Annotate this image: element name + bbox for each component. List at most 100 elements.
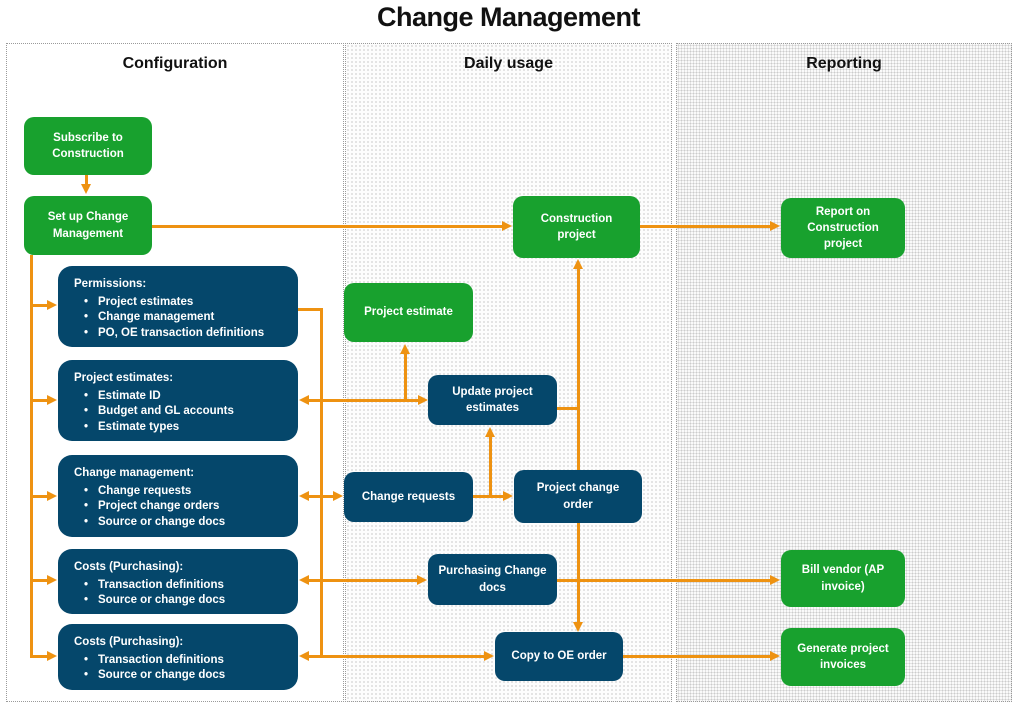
connector-up-to-project-estimate — [404, 350, 407, 400]
node-purchasing-change-docs: Purchasing Change docs — [428, 554, 557, 605]
node-project-change-order: Project change order — [514, 470, 642, 523]
node-report-on-construction-project: Report on Construction project — [781, 198, 905, 258]
connector-costs1-to-purchasing-docs — [309, 579, 419, 582]
list-item-label: Change requests — [98, 484, 192, 497]
connector-up-to-update-estimates — [489, 433, 492, 496]
list-title: Costs (Purchasing): — [74, 636, 184, 648]
list-item: Transaction definitions — [74, 653, 286, 669]
panel-configuration-header: Configuration — [122, 55, 228, 72]
arrowhead-setup-to-construction — [502, 221, 512, 231]
node-construction-project: Construction project — [513, 196, 640, 258]
list-item: Change management — [74, 310, 286, 326]
list-item-label: Budget and GL accounts — [98, 405, 234, 417]
connector-requests-to-change-order — [473, 495, 505, 498]
panel-reporting-header: Reporting — [806, 55, 882, 72]
node-label: Subscribe to Construction — [52, 131, 124, 160]
arrowhead-trunk-to-costs-2 — [47, 651, 57, 661]
list-item: Project change orders — [74, 499, 286, 515]
arrowhead-trunk-to-permissions — [47, 300, 57, 310]
arrowhead-into-change-requests — [333, 491, 343, 501]
arrowhead-into-project-change-order — [503, 491, 513, 501]
arrowhead-into-generate-invoices — [770, 651, 780, 661]
connector-trunk-to-costs-1 — [30, 579, 48, 582]
arrowhead-up-into-update-estimates — [485, 427, 495, 437]
node-change-requests: Change requests — [344, 472, 473, 522]
list-item: Budget and GL accounts — [74, 404, 286, 420]
connector-trunk-to-change-management — [30, 495, 48, 498]
node-subscribe-construction: Subscribe to Construction — [24, 117, 152, 175]
connector-trunk-to-project-estimates — [30, 399, 48, 402]
arrowhead-into-update-project-estimates — [418, 395, 428, 405]
arrowhead-trunk-to-project-estimates — [47, 395, 57, 405]
list-item-label: Estimate types — [98, 420, 180, 433]
arrowhead-into-costs-2 — [299, 651, 309, 661]
node-label: Project estimate — [364, 306, 453, 319]
arrowhead-into-purchasing-docs — [417, 575, 427, 585]
arrowhead-into-costs-1 — [299, 575, 309, 585]
connector-costs2-to-copy-oe — [309, 655, 486, 658]
panel-reporting: Reporting — [676, 43, 1012, 702]
node-label: Set up Change Management — [47, 211, 129, 240]
list-item-label: Transaction definitions — [98, 653, 224, 666]
arrowhead-trunk-to-costs-1 — [47, 575, 57, 585]
node-label: Update project estimates — [452, 385, 533, 414]
list-item-label: Source or change docs — [98, 594, 226, 606]
node-label: Construction project — [540, 212, 613, 241]
arrowhead-construction-to-report — [770, 221, 780, 231]
list-change-management: Change management: Change requests Proje… — [58, 455, 298, 537]
node-label: Project change order — [536, 482, 620, 511]
list-item: Estimate types — [74, 420, 286, 436]
connector-purchasing-to-bill-vendor — [557, 579, 773, 582]
connector-setup-left-trunk — [30, 255, 33, 657]
node-label: Generate project invoices — [797, 642, 889, 671]
arrowhead-into-project-estimates-list — [299, 395, 309, 405]
list-title: Permissions: — [74, 278, 147, 290]
list-item-label: Estimate ID — [98, 389, 161, 402]
connector-trunk-to-costs-2 — [30, 655, 48, 658]
connector-setup-to-construction — [152, 225, 504, 228]
list-item: Estimate ID — [74, 389, 286, 405]
list-costs-purchasing-1: Costs (Purchasing): Transaction definiti… — [58, 549, 298, 614]
connector-change-order-to-construction — [577, 265, 580, 471]
connector-construction-to-report — [640, 225, 772, 228]
node-label: Report on Construction project — [807, 205, 879, 251]
arrowhead-into-change-management-list — [299, 491, 309, 501]
connector-permissions-elbow — [297, 308, 323, 311]
list-item: Project estimates — [74, 295, 286, 311]
list-item: Source or change docs — [74, 515, 286, 531]
list-item: Transaction definitions — [74, 578, 286, 594]
arrowhead-trunk-to-change-management — [47, 491, 57, 501]
node-project-estimate: Project estimate — [344, 283, 473, 342]
connector-right-trunk — [320, 308, 323, 657]
connector-copy-oe-to-generate-invoices — [623, 655, 773, 658]
list-item-label: Source or change docs — [98, 515, 226, 528]
connector-change-order-to-copy-oe — [577, 523, 580, 624]
node-label: Bill vendor (AP invoice) — [801, 564, 885, 593]
page-title: Change Management — [376, 2, 641, 32]
list-item: Source or change docs — [74, 668, 286, 684]
arrowhead-into-copy-oe-order — [484, 651, 494, 661]
connector-update-to-vertical — [557, 407, 580, 410]
arrowhead-into-bill-vendor — [770, 575, 780, 585]
list-permissions: Permissions: Project estimates Change ma… — [58, 266, 298, 347]
list-item: PO, OE transaction definitions — [74, 326, 286, 342]
list-title: Project estimates: — [74, 372, 174, 384]
panel-daily-usage: Daily usage — [345, 43, 672, 702]
connector-trunk-to-permissions — [30, 304, 48, 307]
panel-daily-usage-header: Daily usage — [464, 55, 553, 72]
list-project-estimates: Project estimates: Estimate ID Budget an… — [58, 360, 298, 441]
list-title: Costs (Purchasing): — [74, 561, 184, 573]
connector-changemgmt-to-requests — [309, 495, 335, 498]
list-costs-purchasing-2: Costs (Purchasing): Transaction definiti… — [58, 624, 298, 690]
node-label: Purchasing Change docs — [438, 565, 547, 594]
list-item: Change requests — [74, 484, 286, 500]
arrowhead-subscribe-to-setup — [81, 184, 91, 194]
node-label: Copy to OE order — [511, 650, 607, 663]
list-item-label: PO, OE transaction definitions — [98, 326, 265, 339]
arrowhead-down-into-copy-oe-order — [573, 622, 583, 632]
list-item-label: Project estimates — [98, 295, 194, 308]
list-item-label: Source or change docs — [98, 669, 226, 681]
node-copy-to-oe-order: Copy to OE order — [495, 632, 623, 681]
list-item-label: Transaction definitions — [98, 578, 224, 591]
arrowhead-up-into-construction-project — [573, 259, 583, 269]
